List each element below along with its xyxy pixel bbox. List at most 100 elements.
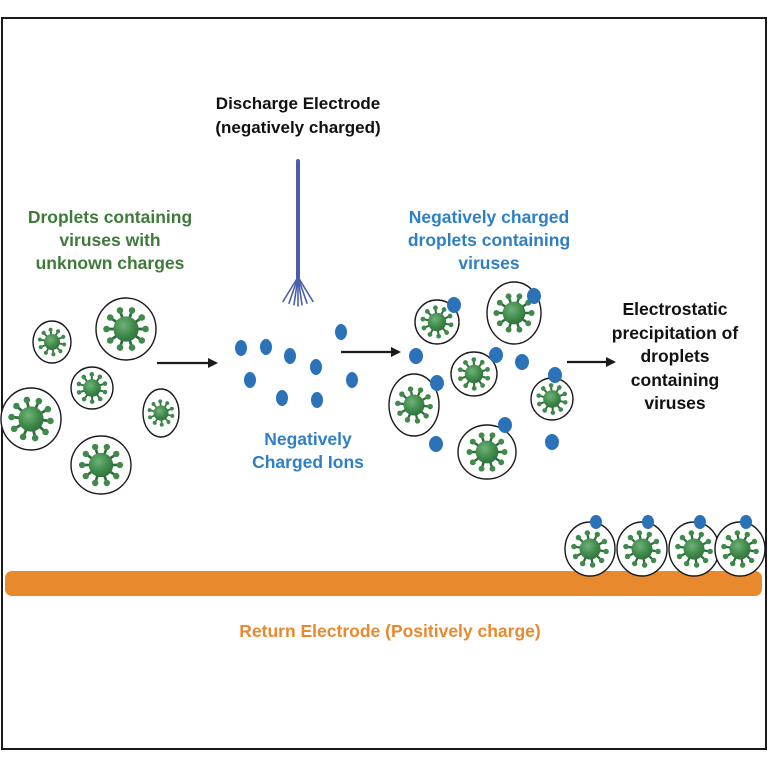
virus-spike-tip [478,465,485,472]
virus-body [543,390,561,408]
virus-spike-tip [447,313,453,319]
virus-spike-tip [97,374,103,380]
virus-spike-tip [404,417,411,423]
virus-spike-tip [399,391,405,397]
virus-spike-tip [528,310,535,316]
negative-ion [694,515,706,529]
virus-spike-tip [152,420,157,425]
brush-strand [297,276,303,306]
virus-spike-tip [457,367,463,373]
negative-ion [284,348,296,364]
virus-spike-tip [425,394,431,400]
virus-spike-tip [89,399,95,404]
virus-icon [466,432,508,472]
virus-spike-tip [35,397,43,405]
virus-spike-tip [469,459,476,466]
virus-icon [147,399,175,427]
virus-spike-tip [448,322,454,328]
droplet [714,521,766,577]
virus-spike-tip [82,450,89,458]
negative-ion-group [235,324,358,408]
virus-spike-tip [436,333,442,339]
virus-spike-tip [579,560,586,567]
virus-spike-tip [751,538,758,545]
virus-spike-tip [166,420,171,424]
virus-body [88,452,114,478]
virus-spike-tip [103,325,110,333]
virus-spike-tip [627,534,634,541]
virus-spike-tip [722,553,729,560]
virus-spike-tip [48,327,53,332]
virus-icon [395,386,433,424]
brush-strand [297,276,308,305]
virus-spike-tip [102,389,108,395]
virus-spike-tip [498,438,505,445]
negative-ion [545,434,559,450]
virus-icon [457,357,491,391]
droplet [388,373,440,437]
virus-body [502,301,526,325]
virus-spike-tip [397,410,403,416]
virus-spike-tip [113,472,120,480]
virus-spike-tip [589,562,596,568]
virus-body [427,312,447,332]
virus-spike-tip [571,543,577,550]
virus-spike-tip [142,325,149,333]
negative-ion [498,417,512,433]
charged-droplet-group [388,281,574,480]
virus-spike-tip [10,425,18,433]
brush-strand [288,276,299,305]
virus-spike-tip [407,386,414,392]
virus-spike-tip [753,548,759,555]
negative-ion [527,288,541,304]
virus-body [44,334,60,350]
virus-spike-tip [601,538,608,545]
virus-spike-tip [721,543,727,550]
virus-spike-tip [505,293,512,300]
uncharged-droplet-group [0,297,180,495]
virus-spike-tip [485,366,490,372]
virus-spike-tip [116,307,124,314]
virus-spike-tip [62,342,67,347]
virus-icon [536,383,568,415]
virus-spike-tip [536,393,542,398]
virus-spike-tip [441,307,447,312]
virus-spike-tip [729,560,736,567]
virus-icon [571,530,609,568]
virus-spike-tip [113,450,120,458]
virus-spike-tip [572,553,579,560]
droplet [32,320,72,364]
virus-spike-tip [489,465,496,472]
virus-spike-tip [58,349,63,354]
virus-spike-tip [43,350,48,355]
virus-spike-tip [493,310,500,316]
virus-spike-tip [159,422,164,427]
virus-spike-tip [698,531,705,538]
virus-spike-tip [525,320,532,327]
negative-ion [740,515,752,529]
virus-spike-tip [624,553,631,560]
droplet [530,377,574,421]
virus-spike-tip [734,530,741,536]
virus-spike-tip [82,472,89,480]
virus-spike-tip [479,359,485,365]
negative-ion [515,354,529,370]
negative-ion [310,359,322,375]
droplet [564,521,616,577]
virus-spike-tip [575,534,582,541]
virus-spike-tip [748,557,755,564]
virus-icon [8,396,54,442]
virus-spike-tip [423,413,429,419]
virus-spike-tip [458,376,463,382]
virus-spike-tip [485,375,491,381]
virus-spike-tip [128,344,136,351]
virus-icon [623,530,661,568]
virus-icon [78,443,124,487]
virus-spike-tip [558,407,564,412]
virus-icon [76,372,108,404]
figure-border [1,17,767,750]
virus-body [464,364,484,384]
virus-body [729,538,751,560]
virus-spike-tip [47,417,54,425]
negative-ion [346,372,358,388]
